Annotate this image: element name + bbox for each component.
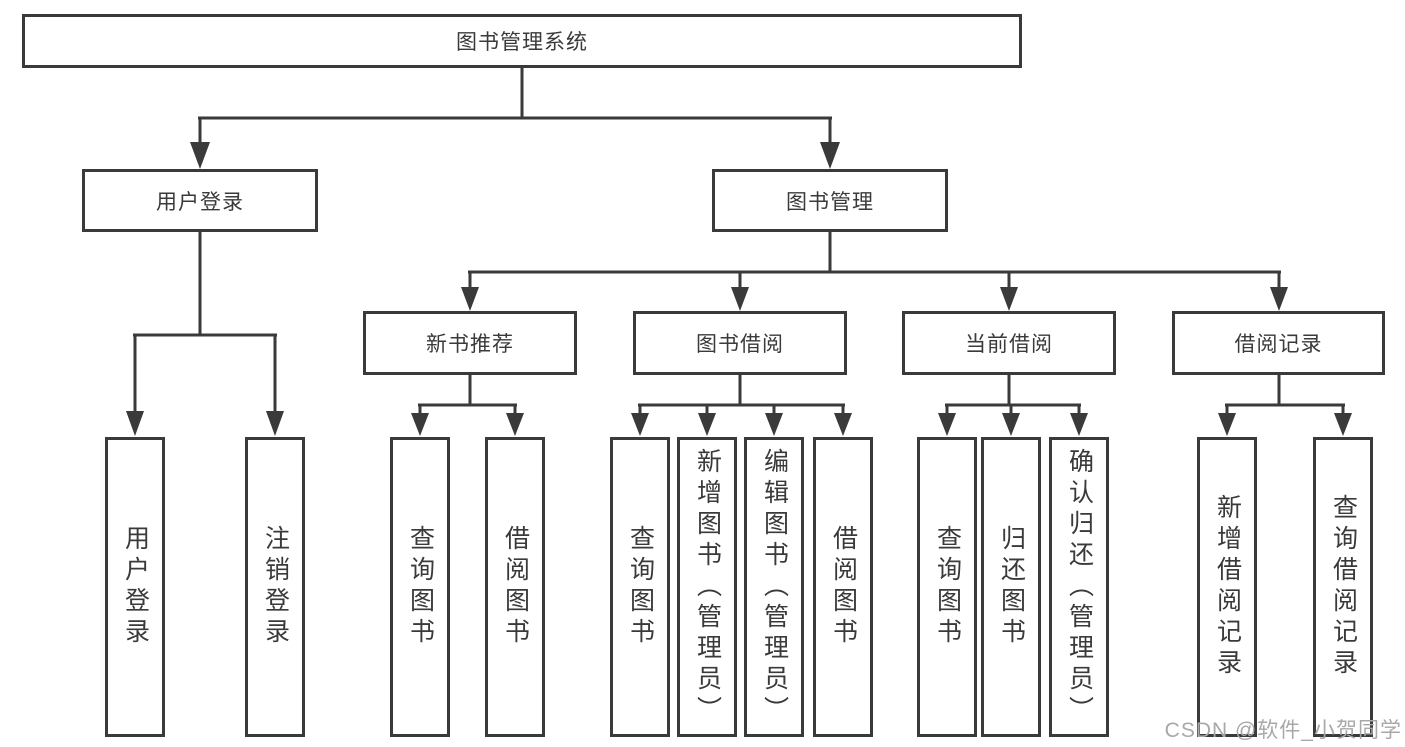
connector-current-borrow	[945, 375, 1081, 418]
node-user-login-label: 用户登录	[156, 190, 244, 214]
leaf-add-borrow-record-label: 新增借阅记录	[1213, 494, 1242, 680]
node-borrow-record-label: 借阅记录	[1234, 333, 1323, 356]
node-borrow-record: 借阅记录	[1172, 311, 1385, 375]
leaf-query-books-current: 查询图书	[917, 437, 977, 737]
leaf-user-login-label: 用户登录	[121, 525, 150, 649]
csdn-watermark: CSDN @软件_小贺同学	[1164, 719, 1402, 742]
connector-user-login	[133, 232, 277, 415]
node-book-borrow-label: 图书借阅	[696, 333, 784, 356]
leaf-borrow-books-recommend: 借阅图书	[485, 437, 545, 737]
connector-book-borrow	[638, 375, 845, 418]
node-current-borrow-label: 当前借阅	[965, 333, 1053, 356]
leaf-confirm-return-admin: 确认归还（管理员）	[1049, 437, 1109, 737]
leaf-add-books-admin: 新增图书（管理员）	[677, 437, 737, 737]
node-root-system: 图书管理系统	[22, 14, 1022, 68]
leaf-return-books-label: 归还图书	[997, 525, 1026, 649]
leaf-add-borrow-record: 新增借阅记录	[1197, 437, 1257, 737]
leaf-query-borrow-record: 查询借阅记录	[1313, 437, 1373, 737]
node-book-management: 图书管理	[712, 169, 948, 232]
leaf-query-books-recommend: 查询图书	[390, 437, 450, 737]
leaf-edit-books-admin-label: 编辑图书（管理员）	[760, 447, 789, 727]
leaf-add-books-admin-label: 新增图书（管理员）	[693, 447, 722, 727]
leaf-logout: 注销登录	[245, 437, 305, 737]
leaf-confirm-return-admin-label: 确认归还（管理员）	[1065, 447, 1094, 727]
leaf-borrow-books: 借阅图书	[813, 437, 873, 737]
node-current-borrow: 当前借阅	[902, 311, 1116, 375]
leaf-borrow-books-label: 借阅图书	[829, 525, 858, 649]
node-root-label: 图书管理系统	[456, 31, 588, 54]
connector-borrow-record	[1225, 375, 1345, 418]
connector-book-management	[468, 232, 1281, 292]
leaf-user-login: 用户登录	[105, 437, 165, 737]
arrowheads	[126, 142, 1352, 436]
leaf-query-books-recommend-label: 查询图书	[406, 525, 435, 649]
leaf-borrow-books-recommend-label: 借阅图书	[501, 525, 530, 649]
node-book-management-label: 图书管理	[786, 190, 874, 214]
node-new-book-recommend-label: 新书推荐	[426, 333, 514, 356]
leaf-query-books-borrow: 查询图书	[610, 437, 670, 737]
leaf-logout-label: 注销登录	[261, 525, 290, 649]
node-book-borrow: 图书借阅	[633, 311, 847, 375]
node-user-login: 用户登录	[82, 169, 318, 232]
leaf-query-borrow-record-label: 查询借阅记录	[1329, 494, 1358, 680]
connector-new-book	[418, 375, 517, 418]
leaf-query-books-current-label: 查询图书	[933, 525, 962, 649]
leaf-return-books: 归还图书	[981, 437, 1041, 737]
connector-root	[198, 66, 832, 148]
leaf-edit-books-admin: 编辑图书（管理员）	[744, 437, 804, 737]
node-new-book-recommend: 新书推荐	[363, 311, 577, 375]
leaf-query-books-borrow-label: 查询图书	[626, 525, 655, 649]
